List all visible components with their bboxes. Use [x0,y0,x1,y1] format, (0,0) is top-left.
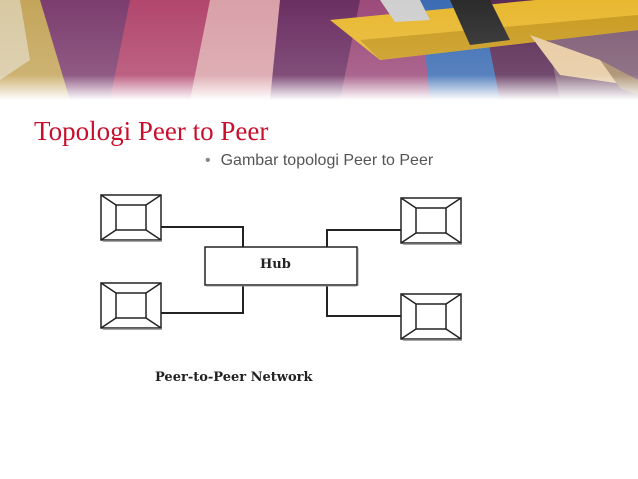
computer-icon [100,282,162,330]
link-bottom-left [161,285,244,314]
link-bottom-right [326,285,401,317]
slide-title: Topologi Peer to Peer [34,116,269,146]
link-top-left [161,226,244,247]
hub-label: Hub [260,257,291,272]
computer-icon [400,197,462,245]
bullet-text: Gambar topologi Peer to Peer [220,152,434,169]
computer-icon [400,293,462,341]
bullet-item: • Gambar topologi Peer to Peer [205,152,433,170]
diagram-caption: Peer-to-Peer Network [155,370,313,385]
computer-icon [100,194,162,242]
header-banner-image [0,0,638,100]
hub-box [204,246,359,287]
bullet-marker: • [205,152,211,169]
link-top-right [326,229,401,247]
